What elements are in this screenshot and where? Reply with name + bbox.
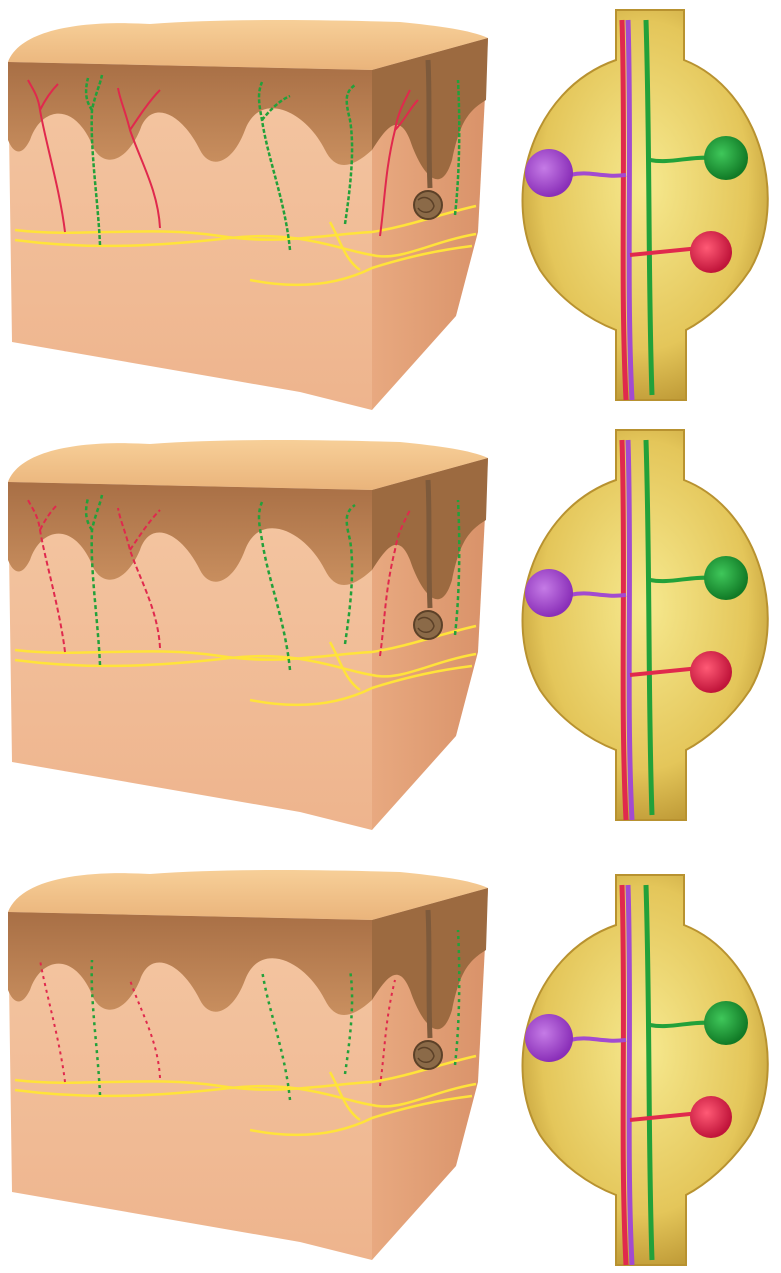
purple-neuron [525, 149, 573, 197]
green-neuron [704, 136, 748, 180]
red-neuron [690, 651, 732, 693]
green-neuron [704, 1001, 748, 1045]
ganglion-2 [523, 430, 768, 820]
red-neuron [690, 231, 732, 273]
purple-neuron [525, 569, 573, 617]
purple-neuron [525, 1014, 573, 1062]
skin-block-3 [8, 870, 488, 1260]
red-neuron [690, 1096, 732, 1138]
skin-block-2 [8, 440, 488, 830]
ganglion-1 [523, 10, 768, 400]
skin-block-1 [8, 20, 488, 410]
green-neuron [704, 556, 748, 600]
ganglion-3 [523, 875, 768, 1265]
